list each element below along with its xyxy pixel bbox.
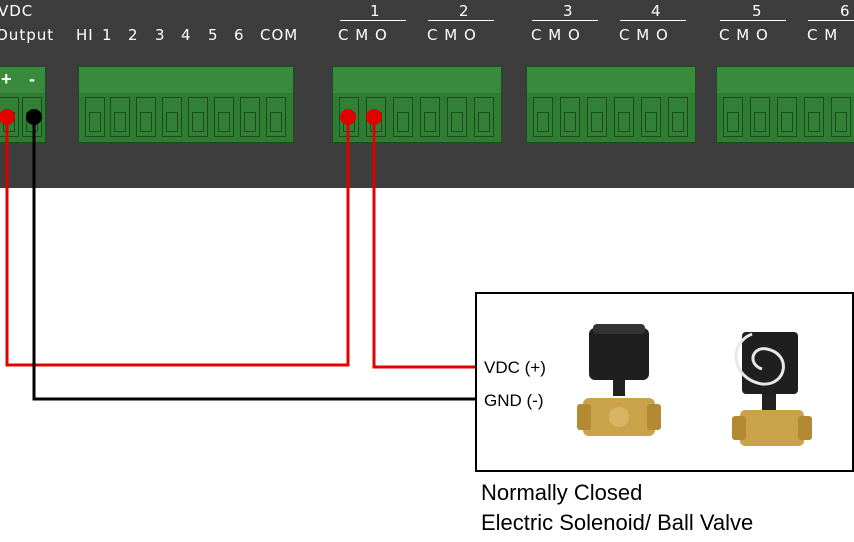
vdc-plus-label: VDC (+) (484, 358, 546, 377)
relay-2-pins: C M O (427, 26, 477, 44)
relay-1-underline (340, 20, 406, 21)
relay-3-underline (532, 20, 598, 21)
relay-6-pins: C M (807, 26, 839, 44)
relay-1-2-terminal-block (332, 66, 502, 143)
positive-wire (5, 117, 350, 367)
com-label: COM (260, 26, 299, 44)
relay-1-m-dot (366, 109, 382, 125)
valve-box: VDC (+) GND (-) (475, 292, 854, 472)
controller-panel: VDC Output HI 1 2 3 4 5 6 COM 1 C M O 2 … (0, 0, 854, 188)
valve-caption-line2: Electric Solenoid/ Ball Valve (481, 510, 754, 535)
input-5-label: 5 (208, 26, 219, 44)
minus-terminal-dot (26, 109, 42, 125)
plus-terminal-dot (0, 109, 15, 125)
relay-4-underline (620, 20, 686, 21)
input-terminal-block (78, 66, 294, 143)
relay-3-pins: C M O (531, 26, 581, 44)
input-4-label: 4 (181, 26, 192, 44)
relay-5-6-terminal-block (716, 66, 854, 143)
gnd-minus-label: GND (-) (484, 391, 544, 410)
input-2-label: 2 (128, 26, 139, 44)
ground-wire (32, 117, 478, 401)
input-6-label: 6 (234, 26, 245, 44)
relay-5-number: 5 (752, 2, 763, 20)
hi-label: HI (76, 26, 94, 44)
valve-caption-line1: Normally Closed (481, 480, 643, 505)
minus-sign: - (29, 69, 35, 89)
ball-valve-icon (577, 324, 661, 436)
solenoid-valve-icon (732, 332, 812, 446)
vdc-label: VDC (0, 2, 34, 20)
relay-3-4-terminal-block (526, 66, 696, 143)
relay-1-pins: C M O (338, 26, 388, 44)
valve-positive-wire (372, 117, 478, 369)
relay-2-number: 2 (459, 2, 470, 20)
output-label: Output (0, 26, 55, 44)
relay-5-underline (720, 20, 786, 21)
relay-5-pins: C M O (719, 26, 769, 44)
relay-6-number: 6 (840, 2, 851, 20)
relay-4-number: 4 (651, 2, 662, 20)
relay-1-c-dot (340, 109, 356, 125)
input-1-label: 1 (102, 26, 113, 44)
input-3-label: 3 (155, 26, 166, 44)
relay-2-underline (428, 20, 494, 21)
relay-4-pins: C M O (619, 26, 669, 44)
relay-3-number: 3 (563, 2, 574, 20)
relay-6-underline (808, 20, 854, 21)
plus-sign: + (1, 69, 12, 89)
relay-1-number: 1 (370, 2, 381, 20)
